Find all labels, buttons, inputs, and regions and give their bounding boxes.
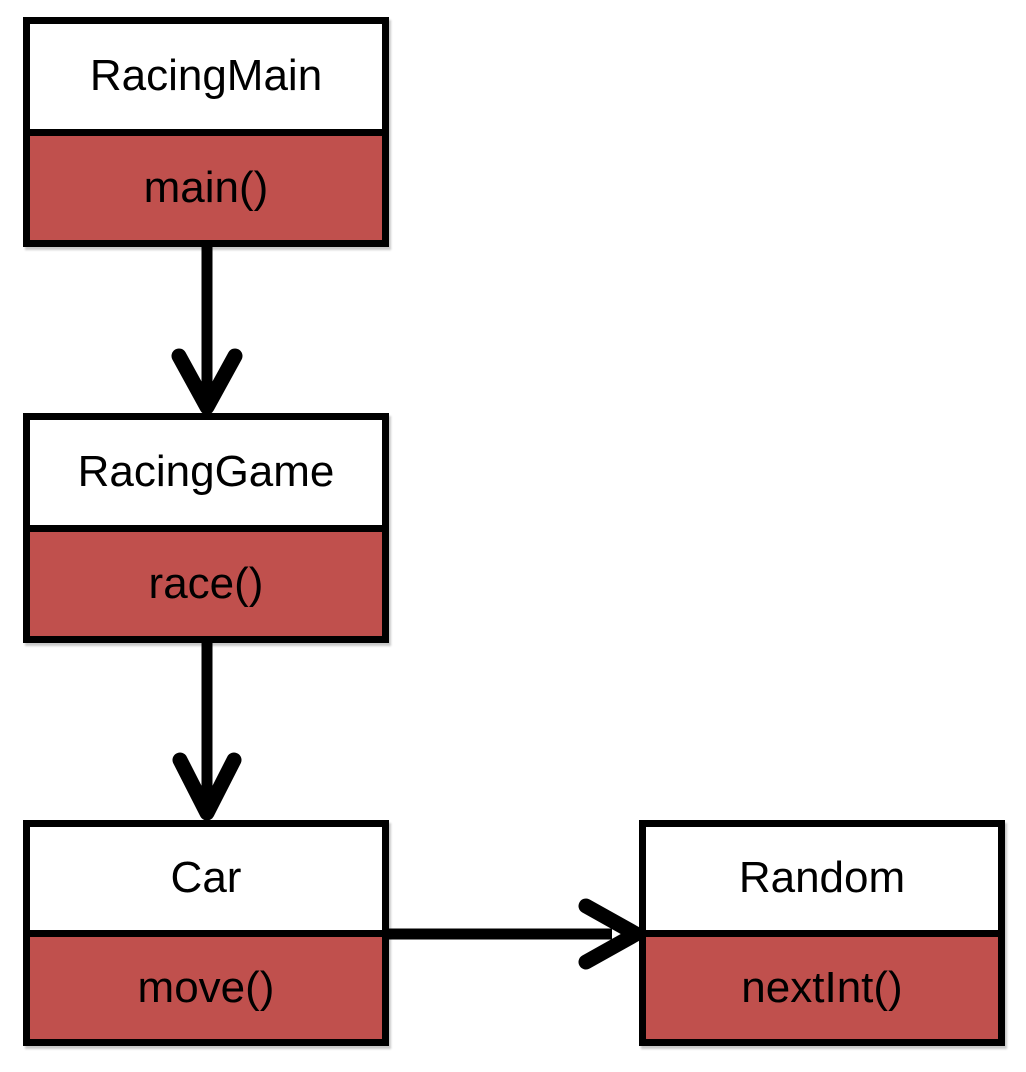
arrow-car-to-random bbox=[389, 898, 644, 970]
method-nextint: nextInt() bbox=[646, 936, 998, 1039]
class-name-racingmain: RacingMain bbox=[30, 24, 382, 136]
class-name-car: Car bbox=[30, 827, 382, 937]
method-race: race() bbox=[30, 531, 382, 636]
class-name-racinggame: RacingGame bbox=[30, 420, 382, 532]
class-box-racinggame: RacingGame race() bbox=[23, 413, 389, 643]
arrow-racingmain-to-racinggame bbox=[171, 247, 243, 415]
method-move: move() bbox=[30, 936, 382, 1039]
arrow-racinggame-to-car bbox=[172, 643, 242, 821]
class-box-racingmain: RacingMain main() bbox=[23, 17, 389, 247]
class-box-car: Car move() bbox=[23, 820, 389, 1046]
method-main: main() bbox=[30, 135, 382, 240]
class-box-random: Random nextInt() bbox=[639, 820, 1005, 1046]
class-name-random: Random bbox=[646, 827, 998, 937]
